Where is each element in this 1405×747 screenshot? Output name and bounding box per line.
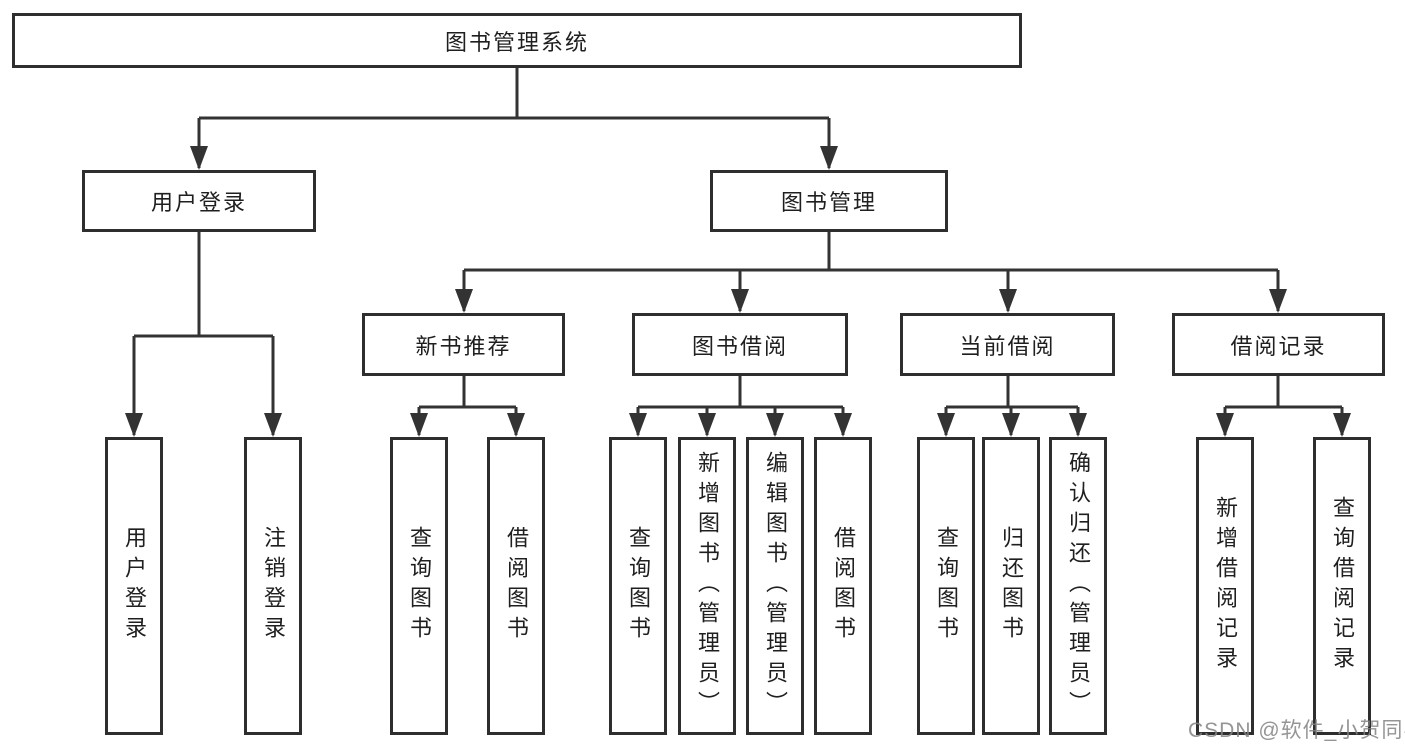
diagram-node-current-borrowing: 当前借阅: [900, 313, 1115, 376]
leaf-label: 借阅图书: [504, 526, 529, 646]
diagram-leaf-logout: 注销登录: [244, 437, 302, 735]
diagram-node-new-book-recommend: 新书推荐: [362, 313, 565, 376]
leaf-label: 查询图书: [626, 526, 651, 646]
diagram-leaf-edit-books-admin: 编辑图书（管理员）: [746, 437, 804, 735]
book-management-label: 图书管理: [780, 190, 877, 215]
leaf-label: 编辑图书（管理员）: [763, 451, 788, 721]
new-book-recommend-label: 新书推荐: [415, 333, 512, 359]
csdn-watermark: CSDN @软件_小贺同学: [1188, 719, 1405, 742]
diagram-leaf-borrow-books-recommend: 借阅图书: [487, 437, 545, 735]
connector-user-login-children: [125, 232, 282, 437]
diagram-leaf-confirm-return-admin: 确认归还（管理员）: [1049, 437, 1107, 735]
diagram-leaf-return-books: 归还图书: [982, 437, 1040, 735]
diagram-leaf-query-books-borrowing: 查询图书: [609, 437, 667, 735]
diagram-leaf-add-books-admin: 新增图书（管理员）: [678, 437, 736, 735]
diagram-node-root: 图书管理系统: [12, 13, 1022, 68]
diagram-node-book-management: 图书管理: [710, 170, 948, 232]
connector-book-borrowing-children: [629, 376, 852, 437]
leaf-label: 归还图书: [999, 526, 1024, 646]
root-label: 图书管理系统: [444, 29, 589, 55]
diagram-leaf-borrow-books: 借阅图书: [814, 437, 872, 735]
book-borrowing-label: 图书借阅: [691, 333, 788, 359]
leaf-label: 注销登录: [261, 526, 286, 646]
connector-new-book-recommend-children: [410, 376, 525, 437]
diagram-leaf-user-login: 用户登录: [105, 437, 163, 735]
connector-current-borrowing-children: [937, 376, 1087, 437]
leaf-label: 借阅图书: [831, 526, 856, 646]
leaf-label: 确认归还（管理员）: [1066, 451, 1091, 721]
diagram-node-borrow-records: 借阅记录: [1172, 313, 1385, 376]
diagram-node-user-login: 用户登录: [82, 170, 316, 232]
leaf-label: 查询图书: [934, 526, 959, 646]
leaf-label: 查询图书: [407, 526, 432, 646]
connector-borrow-records-children: [1216, 376, 1351, 437]
current-borrowing-label: 当前借阅: [959, 333, 1056, 359]
diagram-leaf-add-borrow-record: 新增借阅记录: [1196, 437, 1254, 735]
diagram-leaf-query-books-recommend: 查询图书: [390, 437, 448, 735]
diagram-leaf-query-borrow-record: 查询借阅记录: [1313, 437, 1371, 735]
user-login-label: 用户登录: [150, 190, 247, 215]
diagram-node-book-borrowing: 图书借阅: [632, 313, 848, 376]
connector-root-to-level2: [190, 68, 838, 170]
leaf-label: 新增图书（管理员）: [695, 451, 720, 721]
borrow-records-label: 借阅记录: [1230, 333, 1327, 359]
connector-book-management-children: [455, 232, 1287, 313]
diagram-leaf-query-books-current: 查询图书: [917, 437, 975, 735]
leaf-label: 新增借阅记录: [1213, 496, 1238, 676]
leaf-label: 查询借阅记录: [1330, 496, 1355, 676]
leaf-label: 用户登录: [122, 526, 147, 646]
